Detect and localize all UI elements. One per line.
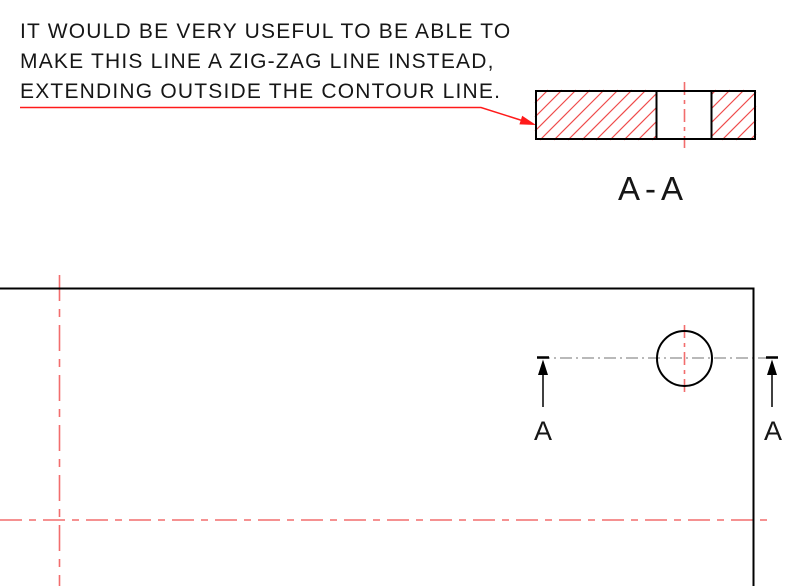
leader-line [20,106,534,125]
hatch-line [539,89,591,141]
hatch-line [534,89,563,118]
hatch-line [711,91,757,137]
section-view-outline [535,90,756,140]
black-arrowheads [538,359,777,375]
hatch-line [623,106,658,141]
hatch-line [637,120,658,141]
cutting-plane-label-left: A [533,416,552,446]
hatch-line [609,92,658,141]
leader-arrowhead [519,115,536,125]
cutting-arrowhead-left [538,359,548,375]
section-view-label: A-A [617,170,688,207]
main-view-outline [0,287,755,586]
hatch-line [581,89,633,141]
cutting-plane-label-right: A [763,416,782,446]
note-line-3: EXTENDING OUTSIDE THE CONTOUR LINE. [20,80,502,103]
hatch-line [711,89,745,123]
hatch-line [567,89,619,141]
hatch-line [534,89,549,104]
note-line-2: MAKE THIS LINE A ZIG-ZAG LINE INSTEAD, [20,50,495,73]
hatch-line [595,89,647,141]
hatch-line [711,89,731,109]
leader-arrowhead-group [519,115,536,125]
leader-polyline [20,106,534,125]
note-line-1: IT WOULD BE VERY USEFUL TO BE ABLE TO [20,20,512,43]
hatch-line [721,105,757,141]
annotation-note: IT WOULD BE VERY USEFUL TO BE ABLE TO MA… [20,17,511,107]
section-hatching [534,89,757,141]
hatch-line [553,89,605,141]
black-linework [0,90,778,586]
red-centerlines [0,82,768,586]
hole-circle [656,330,713,387]
cutting-arrowhead-right [767,359,777,375]
hatch-line [735,119,757,141]
hatch-line [534,89,577,132]
